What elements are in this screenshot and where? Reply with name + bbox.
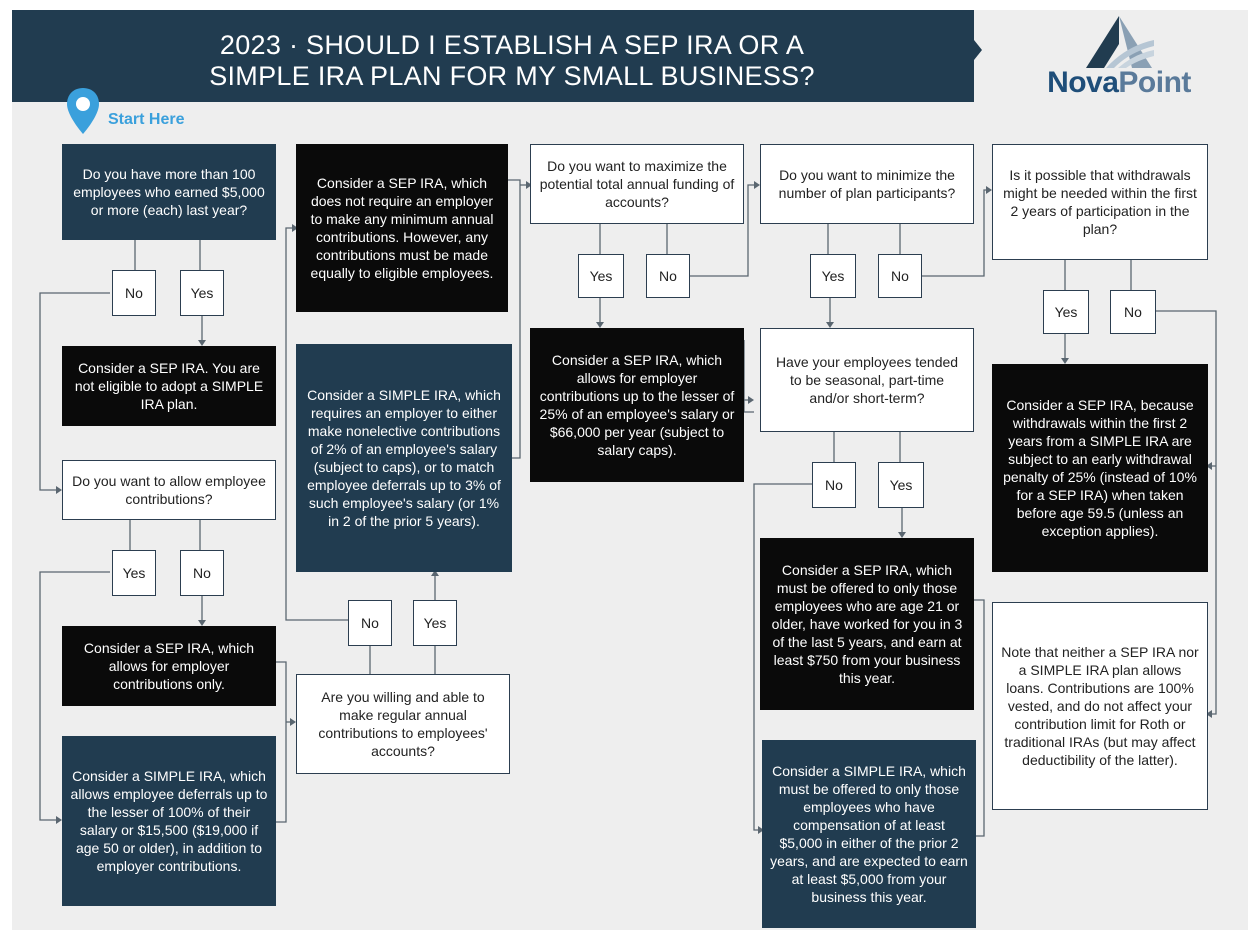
start-here-label: Start Here xyxy=(108,111,185,128)
question-allow-employee-contributions: Do you want to allow employee contributi… xyxy=(62,460,276,520)
answer-sep-employer-only: Consider a SEP IRA, which allows for emp… xyxy=(62,626,276,706)
no-option-allow-contributions[interactable]: No xyxy=(180,550,224,596)
answer-simple-ira-5000: Consider a SIMPLE IRA, which must be off… xyxy=(762,740,976,928)
no-option-minimize[interactable]: No xyxy=(878,254,922,298)
banner-arrow-tip xyxy=(974,40,982,60)
answer-sep-early-withdrawal: Consider a SEP IRA, because withdrawals … xyxy=(992,364,1208,572)
yes-option-willing[interactable]: Yes xyxy=(413,600,457,646)
answer-sep-no-minimum: Consider a SEP IRA, which does not requi… xyxy=(296,144,508,312)
question-minimize-participants: Do you want to minimize the number of pl… xyxy=(760,144,974,224)
title-line-1: 2023 · SHOULD I ESTABLISH A SEP IRA OR A xyxy=(219,30,805,60)
title-banner: 2023 · SHOULD I ESTABLISH A SEP IRA OR A… xyxy=(12,10,974,102)
no-option-willing[interactable]: No xyxy=(348,600,392,646)
no-option-maximize[interactable]: No xyxy=(646,254,690,298)
yes-option-allow-contributions[interactable]: Yes xyxy=(112,550,156,596)
yes-option-seasonal[interactable]: Yes xyxy=(878,462,924,508)
yes-option-maximize[interactable]: Yes xyxy=(578,254,624,298)
location-pin-icon xyxy=(67,88,99,134)
no-option-withdrawals[interactable]: No xyxy=(1110,290,1156,334)
answer-sep-not-eligible-simple: Consider a SEP IRA. You are not eligible… xyxy=(62,346,276,426)
answer-simple-ira-deferrals: Consider a SIMPLE IRA, which allows empl… xyxy=(62,736,276,906)
novapoint-logo-mark xyxy=(1086,16,1154,68)
logo-wordmark: NovaPoint xyxy=(1047,66,1191,99)
question-seasonal-employees: Have your employees tended to be seasona… xyxy=(760,328,974,432)
question-willing-annual-contributions: Are you willing and able to make regular… xyxy=(296,674,510,774)
note-no-loans: Note that neither a SEP IRA nor a SIMPLE… xyxy=(992,602,1208,810)
page-title: 2023 · SHOULD I ESTABLISH A SEP IRA OR A… xyxy=(162,30,862,92)
yes-option-withdrawals[interactable]: Yes xyxy=(1043,290,1089,334)
yes-option-minimize[interactable]: Yes xyxy=(810,254,856,298)
answer-simple-ira-requirements: Consider a SIMPLE IRA, which requires an… xyxy=(296,344,512,572)
question-withdrawals-first-2-years: Is it possible that withdrawals might be… xyxy=(992,144,1208,260)
answer-sep-25-percent: Consider a SEP IRA, which allows for emp… xyxy=(530,328,744,482)
question-more-than-100-employees: Do you have more than 100 employees who … xyxy=(62,144,276,240)
title-line-2: SIMPLE IRA PLAN FOR MY SMALL BUSINESS? xyxy=(209,61,815,91)
no-option-employees[interactable]: No xyxy=(112,270,156,316)
no-option-seasonal[interactable]: No xyxy=(812,462,856,508)
answer-sep-age-21: Consider a SEP IRA, which must be offere… xyxy=(760,538,974,710)
question-maximize-funding: Do you want to maximize the potential to… xyxy=(530,144,744,224)
yes-option-employees[interactable]: Yes xyxy=(180,270,224,316)
